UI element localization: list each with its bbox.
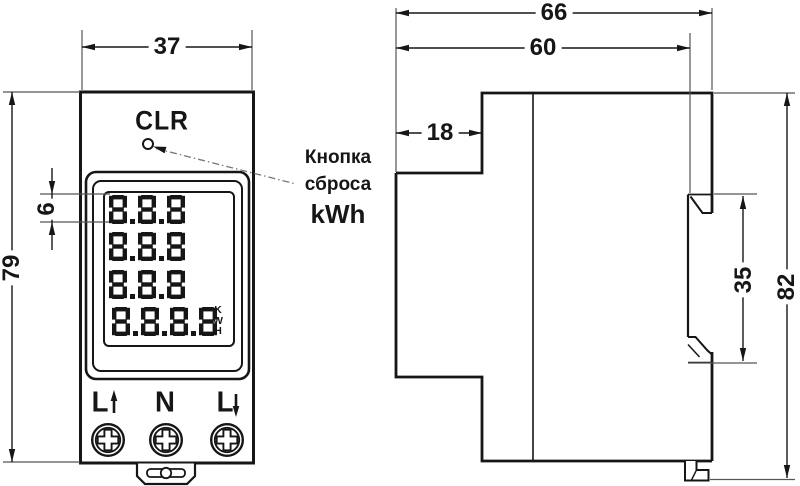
terminal-label-line-in: L (91, 386, 109, 419)
lcd-decimal-point (133, 331, 138, 336)
screw-left (90, 423, 125, 458)
seven-segment-digit (109, 195, 127, 224)
terminal-label-neutral: N (155, 386, 175, 419)
reset-button (142, 138, 154, 150)
lcd-decimal-point (130, 219, 135, 224)
dim-rail-recess: 35 (730, 262, 757, 298)
reset-button-callout: Кнопка сброса kWh (295, 144, 381, 231)
lcd-row-4 (112, 307, 217, 336)
screw-neutral (148, 423, 183, 458)
lcd-decimal-point (191, 331, 196, 336)
dim-front-height: 79 (0, 250, 25, 286)
side-view-body (394, 91, 714, 482)
phillips-cross-icon (215, 428, 239, 452)
reset-leader-line (153, 146, 297, 185)
seven-segment-digit (170, 307, 188, 336)
lcd-display-area (103, 191, 235, 347)
lcd-row-1 (109, 195, 185, 224)
phillips-cross-icon (154, 428, 178, 452)
side-silhouette (396, 93, 712, 461)
lcd-row-2 (109, 232, 185, 261)
din-hook-top (689, 195, 712, 214)
leader-arrowhead (153, 146, 167, 154)
dim-side-front-section: 18 (421, 121, 459, 145)
display-bezel-inner (92, 180, 243, 372)
side-dim-arrowheads (396, 9, 791, 478)
seven-segment-digit (138, 232, 156, 261)
unit-letter-h: H (214, 325, 222, 337)
display-bezel-outer (84, 170, 251, 381)
up-arrow-icon (110, 390, 118, 413)
seven-segment-digit (167, 195, 185, 224)
side-front-bottom-outline (394, 173, 712, 463)
seven-segment-digit (109, 270, 127, 299)
seven-segment-digit (138, 270, 156, 299)
seven-segment-digit (167, 270, 185, 299)
seven-segment-digit (199, 307, 217, 336)
lcd-decimal-point (162, 331, 167, 336)
lcd-unit-kwh: K W H (211, 305, 225, 337)
seven-segment-digit (167, 232, 185, 261)
callout-line-2: сброса (304, 174, 372, 195)
terminal-label-line-out: L (216, 386, 234, 419)
terminal-screws (90, 423, 244, 458)
unit-letter-k: K (214, 304, 222, 316)
lcd-decimal-point (159, 219, 164, 224)
din-latch (688, 336, 713, 356)
callout-line-1: Кнопка (304, 147, 372, 168)
unit-letter-w: W (213, 314, 223, 327)
lcd-row-3 (109, 270, 185, 299)
screw-right (209, 423, 244, 458)
lcd-decimal-point (130, 256, 135, 261)
seven-segment-digit (141, 307, 159, 336)
callout-kwh-label: kWh (310, 199, 366, 229)
lcd-decimal-point (159, 256, 164, 261)
down-arrow-icon (232, 394, 240, 417)
clr-button-label: CLR (135, 105, 189, 136)
front-dim-arrowheads (8, 43, 252, 462)
din-rail-tab (135, 463, 197, 486)
side-top-rear-outline (396, 91, 714, 213)
side-extension-lines (395, 8, 795, 481)
dim-side-body-depth: 60 (524, 36, 562, 60)
lcd-decimal-point (159, 294, 164, 299)
dim-digit-height: 6 (33, 198, 60, 220)
seven-segment-digit (112, 307, 130, 336)
dim-side-total-depth: 66 (535, 1, 573, 25)
terminal-arrows (110, 390, 240, 417)
lcd-decimal-point (130, 294, 135, 299)
seven-segment-digit (138, 195, 156, 224)
dim-front-width: 37 (148, 35, 186, 59)
seven-segment-digit (109, 232, 127, 261)
phillips-cross-icon (96, 428, 120, 452)
dim-side-total-height: 82 (773, 269, 800, 305)
